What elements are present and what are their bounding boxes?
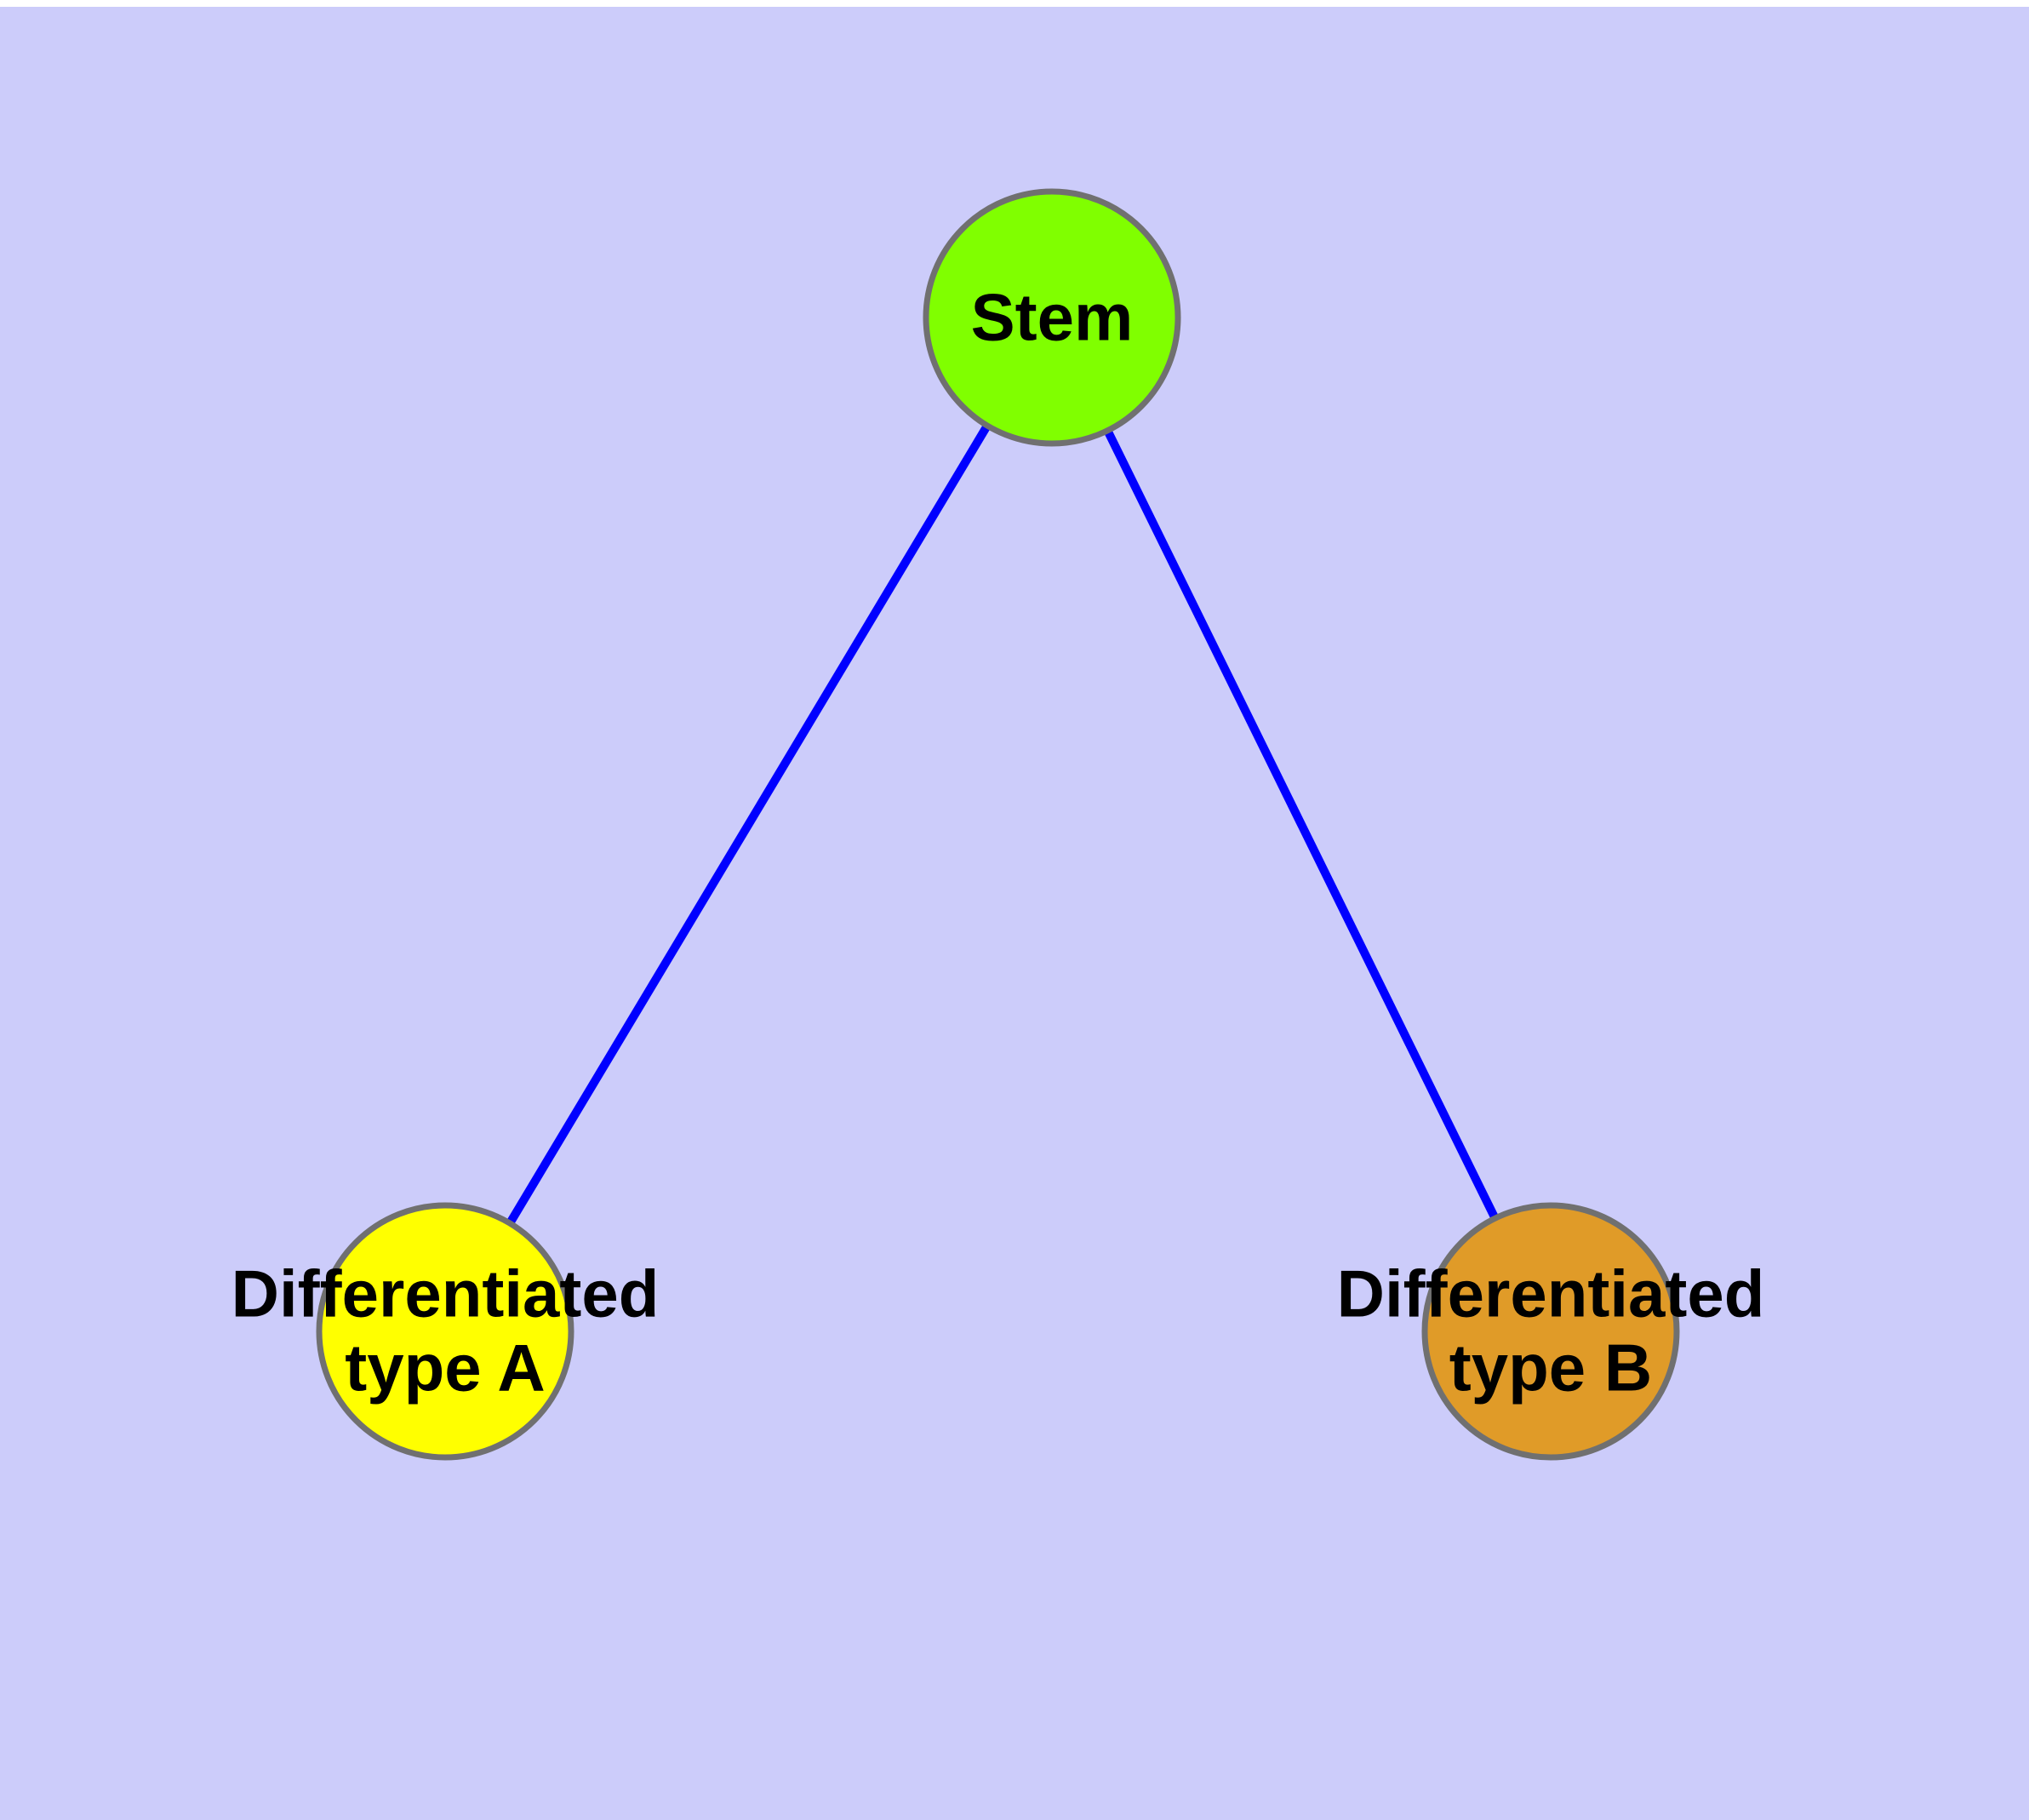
graph-node-diff_a[interactable] (316, 1202, 574, 1461)
edges-layer (441, 315, 1555, 1334)
graph-node-diff_b[interactable] (1421, 1202, 1680, 1461)
graph-node-stem[interactable] (923, 188, 1181, 447)
graph-edge-stem-diff_a (441, 315, 1056, 1334)
graph-edge-stem-diff_b (1048, 315, 1555, 1334)
nodes-layer (316, 188, 1680, 1461)
